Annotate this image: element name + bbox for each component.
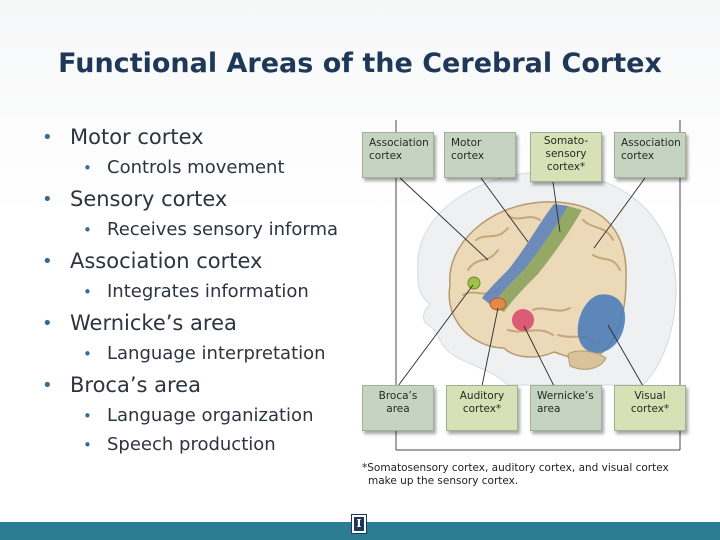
label-brocas-area: Broca’s area xyxy=(362,385,434,431)
label-wernickes-area: Wernicke’s area xyxy=(530,385,602,431)
footnote-line-2: make up the sensory cortex. xyxy=(368,475,519,487)
label-association-cortex-left: Association cortex xyxy=(362,132,434,178)
label-line: sensory xyxy=(545,148,587,160)
label-line: cortex xyxy=(369,150,403,162)
label-auditory-cortex: Auditory cortex* xyxy=(446,385,518,431)
footnote-line-1: *Somatosensory cortex, auditory cortex, … xyxy=(362,462,669,474)
label-line: area xyxy=(386,403,410,415)
sub-bullet-integrates-information: Integrates information xyxy=(40,280,356,304)
label-line: Motor xyxy=(451,137,482,149)
logo-letter: I xyxy=(354,517,364,531)
label-line: cortex xyxy=(451,150,485,162)
label-line: Auditory xyxy=(459,390,505,402)
label-line: Association xyxy=(621,137,681,149)
bullet-sensory-cortex: Sensory cortex xyxy=(40,186,356,213)
sub-bullet-speech-production: Speech production xyxy=(40,433,356,457)
label-line: Somato- xyxy=(543,135,589,147)
label-association-cortex-right: Association cortex xyxy=(614,132,686,178)
bullet-list: Motor cortex Controls movement Sensory c… xyxy=(40,124,356,457)
bullet-motor-cortex: Motor cortex xyxy=(40,124,356,151)
cerebellum xyxy=(567,350,607,370)
label-visual-cortex: Visual cortex* xyxy=(614,385,686,431)
figure-footnote: *Somatosensory cortex, auditory cortex, … xyxy=(362,462,702,488)
label-line: area xyxy=(537,403,561,415)
wernickes-area-region xyxy=(512,309,534,331)
somatosensory-cortex-region xyxy=(492,206,582,312)
label-line: Visual xyxy=(634,390,666,402)
label-line: Wernicke’s xyxy=(537,390,594,402)
brain-figure: Association cortex Motor cortex Somato- … xyxy=(358,120,704,495)
university-logo: I xyxy=(351,514,367,534)
visual-cortex-region xyxy=(577,294,626,354)
slide-title: Functional Areas of the Cerebral Cortex xyxy=(58,48,662,79)
brocas-area-region xyxy=(467,276,481,290)
label-line: cortex* xyxy=(630,403,670,415)
brain-illustration xyxy=(395,120,681,451)
bullet-wernickes-area: Wernicke’s area xyxy=(40,310,356,337)
motor-cortex-region xyxy=(482,204,568,306)
label-line: cortex* xyxy=(546,161,586,173)
bullet-association-cortex: Association cortex xyxy=(40,248,356,275)
label-line: cortex xyxy=(621,150,655,162)
sub-bullet-language-interpretation: Language interpretation xyxy=(40,342,356,366)
sub-bullet-language-organization: Language organization xyxy=(40,404,356,428)
label-somatosensory-cortex: Somato- sensory cortex* xyxy=(530,132,602,182)
label-line: cortex* xyxy=(462,403,502,415)
sub-bullet-receives-sensory: Receives sensory informa xyxy=(40,218,356,242)
bullet-brocas-area: Broca’s area xyxy=(40,372,356,399)
label-line: Broca’s xyxy=(378,390,418,402)
sub-bullet-controls-movement: Controls movement xyxy=(40,156,356,180)
label-motor-cortex: Motor cortex xyxy=(444,132,516,178)
label-line: Association xyxy=(369,137,429,149)
